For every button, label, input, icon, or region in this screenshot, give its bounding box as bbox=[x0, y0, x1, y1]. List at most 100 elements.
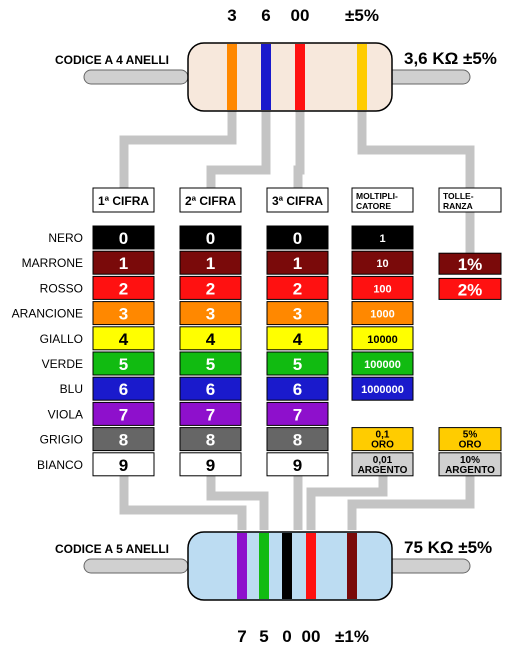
first-digit-cell-viola bbox=[92, 401, 155, 426]
third-digit-cell-giallo bbox=[266, 326, 329, 351]
header-multiplier-box bbox=[351, 187, 414, 213]
color-name-viola: VIOLA bbox=[48, 407, 83, 421]
top-digit-1: 3 bbox=[227, 6, 236, 25]
tolerance-cell-1 bbox=[438, 252, 502, 275]
tolerance-value-oro: 5% bbox=[463, 430, 478, 441]
tolerance-value-argento: 10% bbox=[460, 455, 480, 466]
bottom-resistor-left-lead bbox=[83, 558, 189, 574]
third-digit-cell-blu bbox=[266, 376, 329, 401]
first-digit-cell-bianco bbox=[92, 452, 155, 477]
first-digit-cell-rosso bbox=[92, 275, 155, 300]
header-third-digit: 3ª CIFRA bbox=[272, 194, 323, 208]
multiplier-cell-arancione bbox=[351, 301, 414, 326]
header-multiplier-line-1: MOLTIPLI- bbox=[356, 191, 398, 201]
top-multiplier-zeros: 00 bbox=[291, 6, 310, 25]
first-digit-bianco: 9 bbox=[119, 456, 128, 475]
color-name-bianco: BIANCO bbox=[37, 458, 83, 472]
tolerance-cell-argento bbox=[438, 452, 502, 477]
bottom-digit-3: 0 bbox=[282, 627, 291, 646]
second-digit-cell-grigio bbox=[179, 427, 242, 452]
second-digit-cell-rosso bbox=[179, 275, 242, 300]
third-digit-cell-verde bbox=[266, 351, 329, 376]
third-digit-cell-arancione bbox=[266, 301, 329, 326]
multiplier-cell-verde bbox=[351, 351, 414, 376]
header-second-digit: 2ª CIFRA bbox=[185, 194, 236, 208]
top-resistor-band-3 bbox=[295, 44, 305, 110]
header-tolerance-box bbox=[438, 187, 502, 213]
first-digit-marrone: 1 bbox=[119, 254, 128, 273]
connector-line-7 bbox=[206, 474, 269, 530]
tolerance-value-1: 1% bbox=[458, 255, 483, 274]
second-digit-marrone: 1 bbox=[206, 254, 215, 273]
top-resistor-band-4 bbox=[357, 44, 367, 110]
third-digit-rosso: 2 bbox=[293, 279, 302, 298]
third-digit-bianco: 9 bbox=[293, 456, 302, 475]
third-digit-cell-bianco bbox=[266, 452, 329, 477]
second-digit-cell-arancione bbox=[179, 301, 242, 326]
tolerance-cell-oro bbox=[438, 427, 502, 452]
header-second-digit-box bbox=[179, 187, 242, 213]
second-digit-cell-viola bbox=[179, 401, 242, 426]
multiplier-value-argento: 0,01 bbox=[373, 455, 393, 466]
connector-lines bbox=[119, 110, 475, 530]
bottom-tolerance: ±1% bbox=[335, 627, 369, 646]
bottom-resistor-band-1 bbox=[237, 533, 247, 599]
bottom-code-label: CODICE A 5 ANELLI bbox=[55, 542, 169, 556]
resistor-5-band bbox=[83, 531, 471, 601]
third-digit-cell-nero bbox=[266, 225, 329, 250]
top-digit-2: 6 bbox=[261, 6, 270, 25]
first-digit-rosso: 2 bbox=[119, 279, 128, 298]
top-resistor-band-2 bbox=[261, 44, 271, 110]
second-digit-grigio: 8 bbox=[206, 431, 215, 450]
third-digit-giallo: 4 bbox=[293, 330, 303, 349]
multiplier-cell-blu bbox=[351, 376, 414, 401]
first-digit-verde: 5 bbox=[119, 355, 128, 374]
third-digit-grigio: 8 bbox=[293, 431, 302, 450]
bottom-digit-2: 5 bbox=[259, 627, 268, 646]
color-name-blu: BLU bbox=[60, 382, 83, 396]
second-digit-verde: 5 bbox=[206, 355, 215, 374]
multiplier-value-blu: 1000000 bbox=[361, 384, 404, 396]
color-name-verde: VERDE bbox=[42, 357, 83, 371]
first-digit-cell-verde bbox=[92, 351, 155, 376]
color-name-nero: NERO bbox=[48, 231, 83, 245]
connector-line-2 bbox=[206, 110, 271, 188]
second-digit-cell-marrone bbox=[179, 250, 242, 275]
connector-line-4 bbox=[357, 110, 475, 188]
multiplier-value-verde: 100000 bbox=[364, 359, 401, 371]
bottom-resistor-band-2 bbox=[259, 533, 269, 599]
second-digit-cell-giallo bbox=[179, 326, 242, 351]
second-digit-viola: 7 bbox=[206, 405, 215, 424]
first-digit-cell-marrone bbox=[92, 250, 155, 275]
multiplier-value-oro: 0,1 bbox=[376, 430, 390, 441]
multiplier-value-rosso: 100 bbox=[373, 283, 391, 295]
bottom-resistor-band-3 bbox=[282, 533, 292, 599]
connector-line-10 bbox=[347, 474, 475, 530]
first-digit-cell-arancione bbox=[92, 301, 155, 326]
bottom-resistor-band-4 bbox=[306, 533, 316, 599]
header-first-digit-box bbox=[92, 187, 155, 213]
header-tolerance-line-1: TOLLE- bbox=[443, 191, 474, 201]
first-digit-viola: 7 bbox=[119, 405, 128, 424]
multiplier-label-oro: ORO bbox=[371, 440, 394, 451]
third-digit-verde: 5 bbox=[293, 355, 302, 374]
color-name-giallo: GIALLO bbox=[40, 332, 83, 346]
third-digit-blu: 6 bbox=[293, 380, 302, 399]
first-digit-nero: 0 bbox=[119, 229, 128, 248]
tolerance-label-argento: ARGENTO bbox=[445, 465, 495, 476]
third-digit-cell-rosso bbox=[266, 275, 329, 300]
multiplier-value-arancione: 1000 bbox=[370, 309, 394, 321]
top-tolerance: ±5% bbox=[345, 6, 379, 25]
first-digit-cell-blu bbox=[92, 376, 155, 401]
color-name-marrone: MARRONE bbox=[22, 256, 83, 270]
connector-line-3 bbox=[293, 110, 305, 188]
top-resistor-band-1 bbox=[227, 44, 237, 110]
multiplier-value-nero: 1 bbox=[379, 233, 385, 245]
multiplier-cell-giallo bbox=[351, 326, 414, 351]
first-digit-grigio: 8 bbox=[119, 431, 128, 450]
color-name-grigio: GRIGIO bbox=[40, 433, 83, 447]
second-digit-rosso: 2 bbox=[206, 279, 215, 298]
second-digit-blu: 6 bbox=[206, 380, 215, 399]
multiplier-label-argento: ARGENTO bbox=[358, 465, 408, 476]
